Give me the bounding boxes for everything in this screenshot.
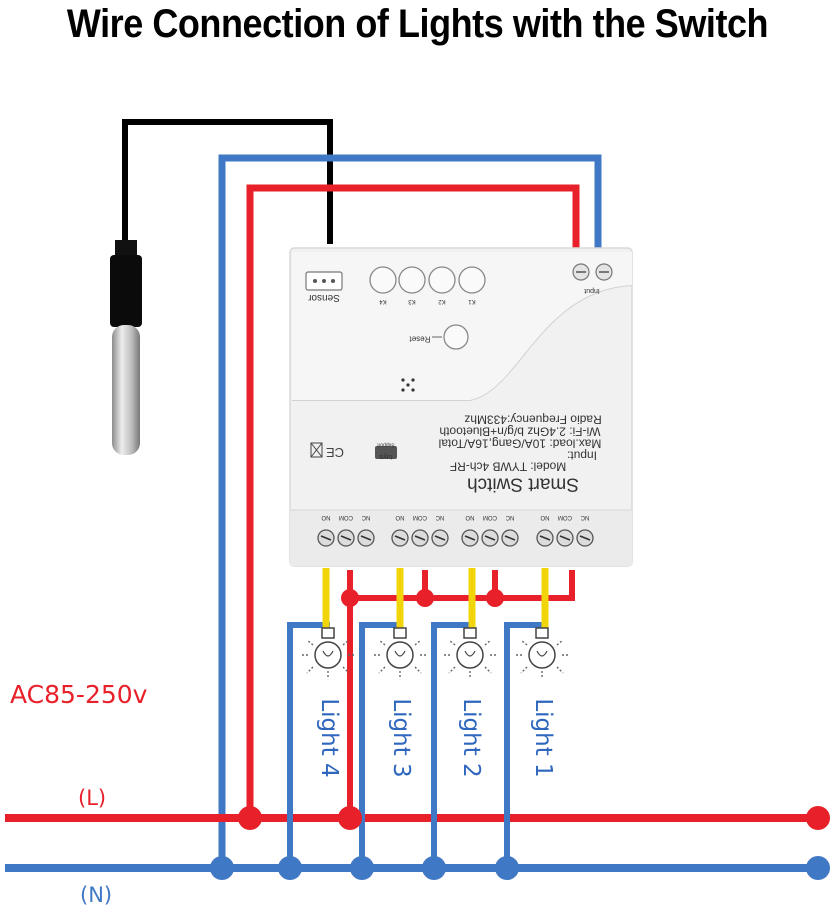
light-bulb-icon: [514, 627, 570, 679]
terminal-screw: [391, 529, 409, 547]
relay-button-label: K3: [408, 298, 416, 304]
reset-button: [443, 324, 469, 350]
light-bulb-icon: [372, 627, 428, 679]
light-label: Light 3: [388, 698, 414, 777]
brand-logo-text: tuya: [379, 453, 392, 460]
relay-button-label: K1: [468, 298, 476, 304]
terminal-screw: [461, 529, 479, 547]
relay-button-label: K4: [379, 298, 387, 304]
relay-buttons: [369, 266, 486, 294]
light-label: Light 4: [316, 698, 342, 777]
device-input: Input:: [567, 449, 597, 463]
k1-button: [458, 266, 486, 294]
live-label: (L): [78, 786, 106, 810]
terminal-screw: [411, 529, 429, 547]
terminal-screw: [337, 529, 355, 547]
light-label: Light 2: [458, 698, 484, 777]
terminal-label: COM: [558, 514, 572, 520]
com-junction: [486, 589, 504, 607]
live-junction: [238, 806, 262, 830]
live-bus-end: [806, 806, 830, 830]
device-name: Smart Switch: [467, 474, 579, 495]
light-bulb-icon: [442, 627, 498, 679]
device-label-text: NO COM NC NO COM NC NO COM NC NO COM NC Smart Switch…: [307, 287, 601, 520]
sensor-port-label: Sensor: [307, 292, 339, 303]
neutral-junction: [210, 856, 234, 880]
device-model: Model: TYWB 4ch-RF: [450, 460, 566, 474]
light-bulbs: [300, 627, 570, 679]
input-terminal-label: Input: [584, 287, 600, 294]
terminal-screw: [536, 529, 554, 547]
terminal-label: COM: [339, 514, 353, 520]
terminal-screw: [317, 529, 335, 547]
live-junction: [338, 806, 362, 830]
light-label: Light 1: [530, 698, 556, 777]
junction-dots: [210, 589, 830, 880]
device-radio: Radio Frequency:433Mhz: [464, 413, 601, 427]
light1-neutral-wire: [504, 622, 545, 868]
certification-marks: CE: [310, 442, 397, 460]
terminal-label: NC: [435, 514, 444, 520]
k2-button: [428, 266, 456, 294]
diagram-title: Wire Connection of Lights with the Switc…: [66, 2, 769, 46]
input-terminals: [572, 263, 613, 281]
brand-support-text: Support: [377, 442, 395, 448]
device-max-load: Max.load: 10A/Gang,16A/Total: [439, 437, 602, 451]
terminal-screw: [556, 529, 574, 547]
neutral-supply-wire: [218, 154, 602, 868]
reset-label: Reset: [409, 334, 431, 343]
led-indicator: [401, 378, 415, 392]
neutral-junction: [495, 856, 519, 880]
terminal-label: NC: [361, 514, 370, 520]
com-junction: [341, 589, 359, 607]
k3-button: [398, 266, 426, 294]
svg-text:CE: CE: [326, 445, 344, 460]
terminal-screw: [576, 529, 594, 547]
neutral-label: (N): [80, 883, 112, 907]
terminal-screw: [481, 529, 499, 547]
voltage-label: AC85-250v: [10, 680, 148, 709]
terminal-label: NC: [505, 514, 514, 520]
light-bulb-icon: [300, 627, 356, 679]
terminal-label: NO: [395, 514, 404, 520]
temperature-sensor-probe: [110, 240, 142, 455]
relay-button-label: K2: [438, 298, 446, 304]
terminal-label: COM: [483, 514, 497, 520]
k4-button: [369, 266, 397, 294]
light3-neutral-wire: [359, 622, 400, 868]
terminal-screw: [431, 529, 449, 547]
terminal-label: NO: [465, 514, 474, 520]
com-bridge-wire: [347, 570, 575, 818]
terminal-label: NO: [540, 514, 549, 520]
terminal-screws: [317, 529, 594, 547]
com-junction: [416, 589, 434, 607]
live-supply-wire: [246, 184, 580, 818]
terminal-screw: [501, 529, 519, 547]
device-wifi: Wi-Fi: 2.4Ghz b/g/n+Bluetooth: [439, 425, 600, 439]
neutral-junction: [350, 856, 374, 880]
terminal-screw: [357, 529, 375, 547]
neutral-bus-end: [806, 856, 830, 880]
neutral-junction: [278, 856, 302, 880]
light-labels: Light 4 Light 3 Light 2 Light 1: [316, 698, 556, 777]
neutral-junction: [422, 856, 446, 880]
terminal-label: NO: [321, 514, 330, 520]
light2-neutral-wire: [431, 622, 470, 868]
sensor-port: [305, 271, 343, 291]
terminal-label: COM: [413, 514, 427, 520]
terminal-label: NC: [580, 514, 589, 520]
light4-neutral-wire: [287, 622, 330, 868]
sensor-wire: [122, 119, 333, 250]
